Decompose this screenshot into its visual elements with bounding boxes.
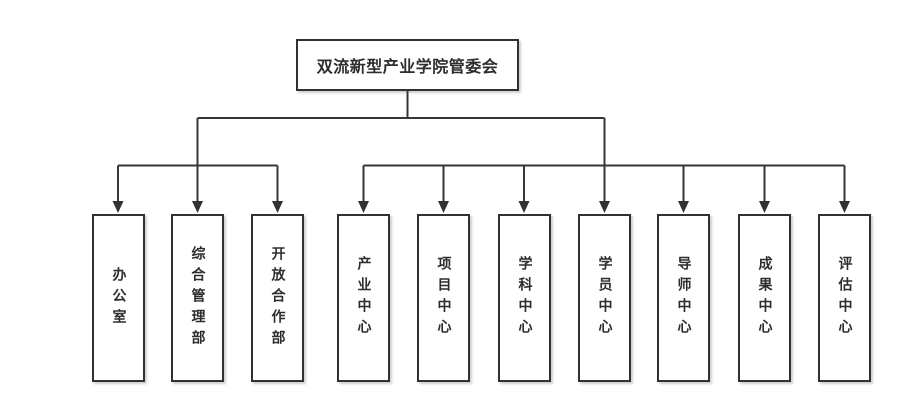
dept-label: 办公室 <box>110 266 127 330</box>
dept-box-general-management: 综合管理部 <box>171 214 224 382</box>
arrowhead-icon <box>192 201 203 213</box>
dept-box-discipline-center: 学科中心 <box>498 214 551 382</box>
dept-label: 评估中心 <box>836 256 853 340</box>
arrowhead-icon <box>599 201 610 213</box>
dept-label: 产业中心 <box>355 256 372 340</box>
arrowhead-icon <box>759 201 770 213</box>
dept-label: 导师中心 <box>675 256 692 340</box>
dept-label: 学科中心 <box>516 256 533 340</box>
arrowhead-icon <box>112 201 124 213</box>
dept-box-mentor-center: 导师中心 <box>657 214 710 382</box>
dept-label: 成果中心 <box>756 256 773 340</box>
arrowhead-icon <box>678 201 689 213</box>
root-committee-label: 双流新型产业学院管委会 <box>316 57 499 76</box>
dept-box-student-center: 学员中心 <box>578 214 631 382</box>
dept-label: 学员中心 <box>596 256 613 340</box>
dept-box-achievement-center: 成果中心 <box>738 214 791 382</box>
dept-label: 开放合作部 <box>269 245 286 351</box>
dept-box-evaluation-center: 评估中心 <box>818 214 871 382</box>
dept-label: 综合管理部 <box>189 245 206 351</box>
dept-label: 项目中心 <box>435 256 452 340</box>
arrowhead-icon <box>272 201 283 213</box>
root-committee-box: 双流新型产业学院管委会 <box>296 39 519 91</box>
arrowhead-icon <box>358 201 369 213</box>
arrowhead-icon <box>839 201 850 213</box>
arrowhead-icon <box>438 201 449 213</box>
dept-box-project-center: 项目中心 <box>417 214 470 382</box>
dept-box-industry-center: 产业中心 <box>337 214 390 382</box>
dept-box-open-cooperation: 开放合作部 <box>251 214 304 382</box>
dept-box-office: 办公室 <box>92 214 145 382</box>
arrowhead-icon <box>518 201 530 213</box>
